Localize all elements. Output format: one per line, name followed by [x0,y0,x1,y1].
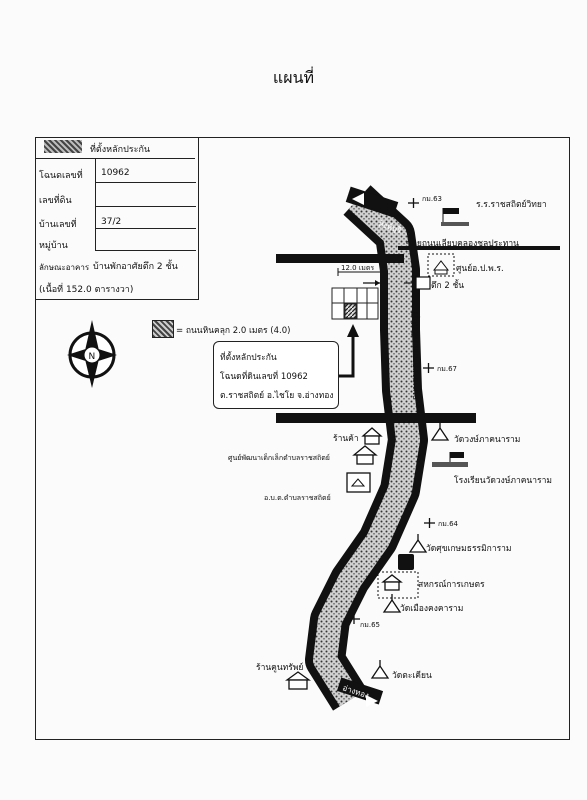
callout-line: ต.ราชสถิตย์ อ.ไชโย จ.อ่างทอง [220,391,334,401]
north-label: N [89,352,96,362]
km-markers [348,198,435,624]
collateral-plots [331,287,379,320]
house-icons [285,427,403,690]
obt-label: อ.บ.ต.ตำบลราชสถิตย์ [264,494,331,502]
map-frame [35,137,570,740]
coop-label: สหกรณ์การเกษตร [418,580,485,590]
km-label: กม.63 [422,195,442,203]
legend-value-box [95,158,196,183]
temple-icons [370,422,450,679]
wat-label: วัดศุขเกษมธรรมิการาม [426,544,512,554]
km-label: กม.67 [437,365,457,373]
canal-road [398,246,560,250]
highway-road [305,185,428,711]
legend-value-box [95,182,196,207]
legend-value: 37/2 [101,217,122,227]
legend-label: หมู่บ้าน [39,241,68,251]
side-road-middle [276,413,476,423]
arrow-to-angthong [336,677,384,707]
width-label: 12.0 เมตร [341,264,375,272]
road-key-label: = ถนนหินคลุก 2.0 เมตร (4.0) [176,326,291,336]
legend-area: (เนื้อที่ 152.0 ตารางวา) [39,285,134,295]
km-label: กม.64 [438,520,458,528]
legend-label: บ้านเลขที่ [39,220,77,230]
arrow-to-singburi [345,186,399,218]
school-label: ร.ร.ราชสถิตย์วิทยา [476,200,547,210]
legend-value: 10962 [101,168,130,178]
legend-label: ลักษณะอาคาร [39,263,90,272]
center-label: ศูนย์อ.ป.พ.ร. [456,264,504,274]
legend-label: โฉนดเลขที่ [39,171,83,181]
legend-box: ที่ตั้งหลักประกัน โฉนดเลขที่ 10962 เลขที… [35,137,199,300]
wat-label: วัดตะเคียน [392,671,432,681]
callout-line: โฉนดที่ดินเลขที่ 10962 [220,372,308,382]
wat-label: วัดวงษ์ภาคนาราม [454,435,521,445]
page-title: แผนที่ [272,68,315,87]
building-label: ตึก 2 ชั้น [431,281,465,291]
legend-value-box [95,206,196,229]
soi-label: ซอยถนนเลียบคลองชลประทาน [406,239,519,249]
legend-header: ที่ตั้งหลักประกัน [35,137,195,159]
wat-label: วัดเมืองคงคาราม [400,604,464,614]
legend-value: บ้านพักอาศัยตึก 2 ชั้น [93,262,178,272]
north-compass-icon [67,320,117,388]
km-label: กม.65 [360,621,380,629]
legend-label: เลขที่ดิน [39,196,72,206]
highway-label: ถนนสายอ่างทอง-สิงห์บุรี [410,311,421,400]
legend-value-box [95,228,196,251]
side-road-top [276,254,404,263]
shop-label: ร้านคูนทรัพย์ [256,663,304,673]
school-top-icon [441,208,469,226]
school-label: โรงเรียนวัดวงษ์ภาคนาราม [454,476,552,486]
legend-heading: ที่ตั้งหลักประกัน [90,145,151,155]
shop-label: ร้านค้า [333,434,359,444]
child-center-label: ศูนย์พัฒนาเด็กเล็กตำบลราชสถิตย์ [228,454,330,462]
collateral-swatch [44,140,82,153]
callout-line: ที่ตั้งหลักประกัน [220,353,277,363]
gravel-road-swatch [152,320,174,338]
collateral-callout: ที่ตั้งหลักประกัน โฉนดที่ดินเลขที่ 10962… [213,341,339,409]
